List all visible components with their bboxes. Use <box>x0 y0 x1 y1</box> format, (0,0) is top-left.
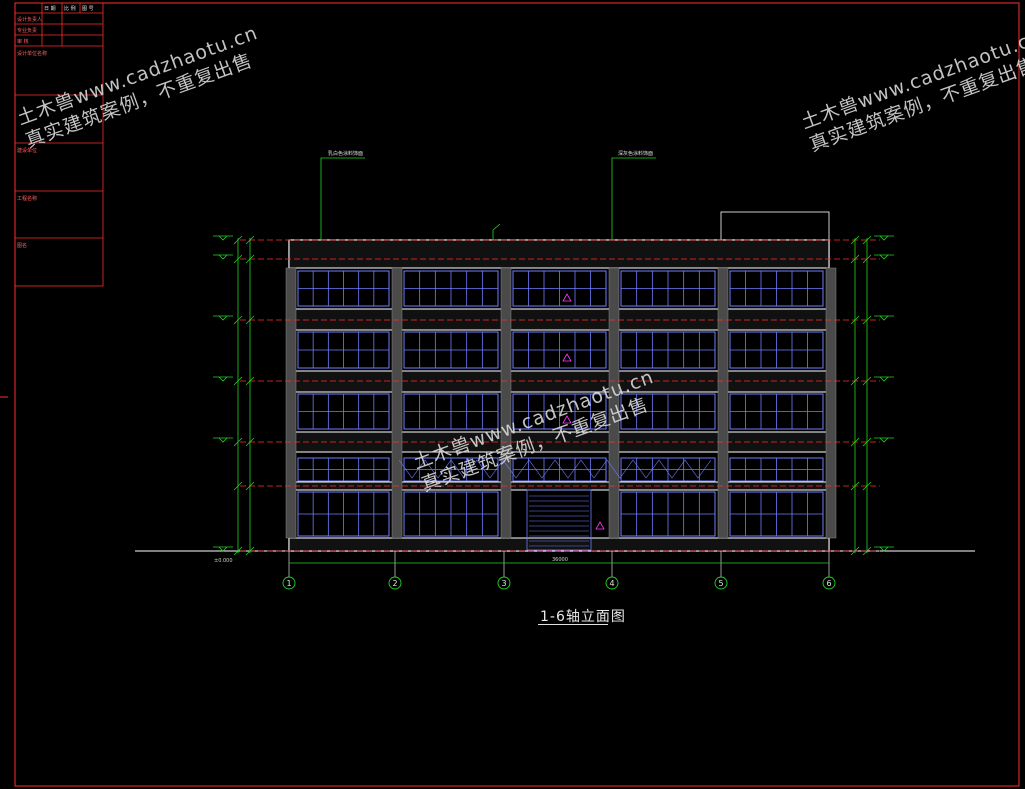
dim-tick <box>850 437 860 447</box>
building-facade <box>240 211 880 552</box>
dim-tick <box>862 254 872 264</box>
dim-tick <box>233 437 243 447</box>
dim-tick <box>233 376 243 386</box>
dim-tick <box>233 235 243 245</box>
dim-tick <box>862 546 872 556</box>
level-marker <box>879 254 889 260</box>
pier <box>391 267 403 539</box>
level-marker <box>218 235 228 241</box>
axis-number: 2 <box>392 579 397 588</box>
dim-tick <box>233 546 243 556</box>
canopy-zigzag <box>398 459 712 479</box>
dim-tick <box>850 376 860 386</box>
axis-bubble <box>497 576 511 590</box>
dim-tick <box>862 481 872 491</box>
tb-section-1: 设计单位名称 <box>17 51 48 57</box>
level-marker <box>879 376 889 382</box>
dim-tick <box>850 546 860 556</box>
callout-left: 乳白色涂料饰面 <box>328 150 363 157</box>
callout-leaders <box>320 157 656 240</box>
total-width-dim: 36000 <box>552 557 568 563</box>
triangle-markers <box>562 293 605 530</box>
pier <box>717 267 729 539</box>
axis-number: 5 <box>718 579 723 588</box>
floor-band <box>288 308 830 331</box>
title-block <box>14 2 104 287</box>
drawing-title-underline <box>538 624 608 625</box>
level-marker <box>218 376 228 382</box>
floor-band <box>288 537 830 552</box>
level-marker <box>879 315 889 321</box>
level-marker <box>218 546 228 552</box>
level-marker <box>218 437 228 443</box>
dim-tick <box>862 376 872 386</box>
ground-level-left: ±0.000 <box>214 558 233 564</box>
dim-tick <box>850 254 860 264</box>
dim-tick <box>245 254 255 264</box>
drawing-title: 1-6轴立面图 <box>540 609 626 625</box>
level-marker <box>218 254 228 260</box>
axis-number: 6 <box>826 579 831 588</box>
level-marker <box>218 315 228 321</box>
dim-tick <box>862 437 872 447</box>
level-marker <box>879 235 889 241</box>
dim-tick <box>233 315 243 325</box>
axis-number: 3 <box>501 579 506 588</box>
dim-tick <box>245 437 255 447</box>
axis-number: 1 <box>286 579 291 588</box>
tb-header-1: 日 期 <box>44 6 56 12</box>
dim-tick <box>850 481 860 491</box>
pier <box>285 267 297 539</box>
axis-bubble <box>605 576 619 590</box>
level-marker <box>879 546 889 552</box>
pier <box>500 267 512 539</box>
tb-row-3: 审 核 <box>17 39 29 45</box>
floor-band <box>288 370 830 393</box>
dim-tick <box>245 315 255 325</box>
dim-tick <box>245 481 255 491</box>
dim-tick <box>233 481 243 491</box>
dim-tick <box>245 376 255 386</box>
dim-tick <box>850 235 860 245</box>
pier <box>825 267 837 539</box>
dim-tick <box>245 546 255 556</box>
dim-tick <box>233 254 243 264</box>
tb-section-3: 工程名称 <box>17 196 38 202</box>
dim-tick <box>862 235 872 245</box>
tb-row-2: 专业负责 <box>17 28 38 34</box>
entrance-stair <box>526 489 592 551</box>
axis-bubble <box>714 576 728 590</box>
axis-bubble <box>282 576 296 590</box>
axis-number: 4 <box>609 579 614 588</box>
tb-section-2: 建设单位 <box>17 148 38 154</box>
tb-header-3: 图 号 <box>82 6 94 12</box>
pier <box>608 267 620 539</box>
tb-section-4: 图名 <box>17 243 28 249</box>
axis-bubble <box>388 576 402 590</box>
callout-right: 深灰色涂料饰面 <box>618 150 653 157</box>
level-marker <box>879 437 889 443</box>
floor-band <box>288 239 830 269</box>
tb-header-2: 比 例 <box>64 6 76 12</box>
dim-tick <box>862 315 872 325</box>
dim-tick <box>245 235 255 245</box>
axis-bubble <box>822 576 836 590</box>
dim-tick <box>850 315 860 325</box>
tb-row-1: 设计负责人 <box>17 17 43 23</box>
